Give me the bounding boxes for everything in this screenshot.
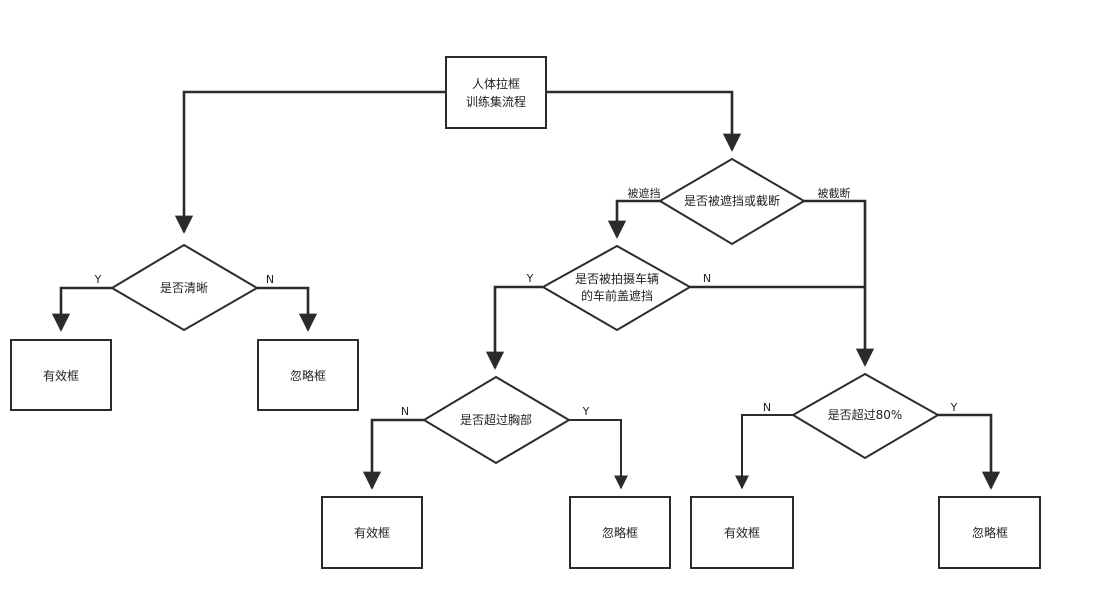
label-chest-yes: Y bbox=[582, 405, 590, 418]
node-q-chest: 是否超过胸部 bbox=[422, 375, 571, 465]
edge-clear-no bbox=[257, 286, 318, 332]
edge-start-to-clear bbox=[174, 90, 446, 234]
label-clear-no: N bbox=[266, 273, 274, 286]
node-q-80-text: 是否超过80% bbox=[828, 407, 903, 422]
label-pct-yes: Y bbox=[950, 401, 958, 414]
node-pct-ignore: 忽略框 bbox=[938, 496, 1041, 569]
node-start: 人体拉框 训练集流程 bbox=[445, 56, 547, 129]
node-chest-ignore-text: 忽略框 bbox=[602, 525, 638, 540]
node-left-valid-text: 有效框 bbox=[43, 368, 79, 383]
edge-start-to-occluded bbox=[546, 90, 742, 152]
edge-pct-no bbox=[735, 414, 793, 490]
label-occluded: 被遮挡 bbox=[628, 186, 661, 200]
node-q-vehicle: 是否被拍摄车辆 的车前盖遮挡 bbox=[540, 244, 693, 332]
label-vehicle-no: N bbox=[703, 272, 711, 285]
edge-occluded bbox=[607, 199, 660, 239]
label-vehicle-yes: Y bbox=[526, 272, 534, 285]
node-start-line-1: 人体拉框 bbox=[472, 76, 520, 91]
node-chest-ignore: 忽略框 bbox=[569, 496, 671, 569]
node-q-vehicle-line-1: 是否被拍摄车辆 bbox=[575, 271, 659, 286]
node-left-ignore: 忽略框 bbox=[257, 339, 359, 411]
node-q-clear: 是否清晰 bbox=[110, 243, 259, 332]
node-chest-valid-text: 有效框 bbox=[354, 525, 390, 540]
edges bbox=[51, 90, 1001, 490]
node-q-chest-text: 是否超过胸部 bbox=[460, 412, 532, 427]
edge-truncated bbox=[804, 199, 875, 367]
node-q-vehicle-line-2: 的车前盖遮挡 bbox=[581, 288, 653, 303]
node-pct-ignore-text: 忽略框 bbox=[972, 525, 1008, 540]
node-chest-valid: 有效框 bbox=[321, 496, 423, 569]
node-left-valid: 有效框 bbox=[10, 339, 112, 411]
node-q-occluded-text: 是否被遮挡或截断 bbox=[684, 193, 780, 208]
edge-chest-yes bbox=[569, 419, 628, 490]
label-truncated: 被截断 bbox=[818, 186, 851, 200]
node-start-line-2: 训练集流程 bbox=[466, 94, 526, 109]
edge-clear-yes bbox=[51, 286, 112, 332]
edge-labels: Y N 被遮挡 被截断 Y N N Y N Y bbox=[94, 186, 958, 418]
label-chest-no: N bbox=[401, 405, 409, 418]
node-q-occluded: 是否被遮挡或截断 bbox=[658, 157, 806, 246]
node-q-clear-text: 是否清晰 bbox=[160, 281, 208, 295]
label-pct-no: N bbox=[763, 401, 771, 414]
edge-vehicle-yes bbox=[485, 285, 543, 370]
node-pct-valid: 有效框 bbox=[690, 496, 794, 569]
edge-pct-yes bbox=[938, 413, 1001, 490]
label-clear-yes: Y bbox=[94, 273, 102, 286]
node-q-80: 是否超过80% bbox=[791, 372, 941, 460]
node-left-ignore-text: 忽略框 bbox=[290, 368, 326, 383]
node-pct-valid-text: 有效框 bbox=[724, 525, 760, 540]
edge-chest-no bbox=[362, 418, 424, 490]
